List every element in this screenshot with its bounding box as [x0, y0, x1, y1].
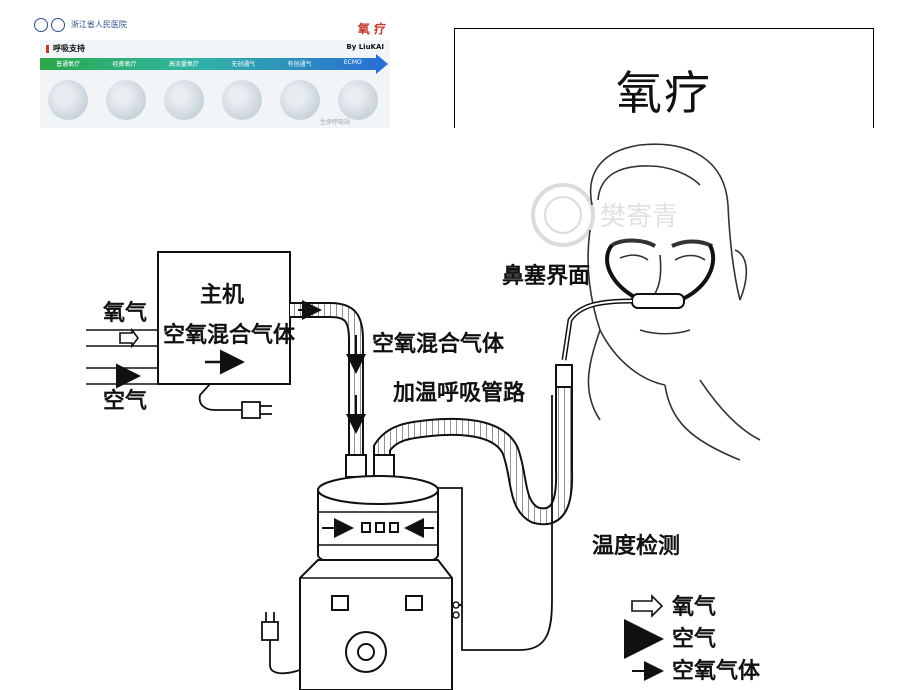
heated-circuit-label: 加温呼吸管路 [392, 380, 526, 406]
stage-label: ECMO [343, 59, 362, 66]
stage-photo [280, 80, 320, 120]
stage-label: 经鼻氧疗 [112, 61, 137, 68]
stage-list: 普通氧疗 经鼻氧疗 高流量氧疗 无创通气 有创通气 ECMO [40, 59, 378, 68]
legend-hollow-arrow-icon [631, 594, 664, 618]
stage-photo [48, 80, 88, 120]
banner-author: By LiuKAI [346, 43, 384, 51]
legend-oxygen-label: 氧气 [671, 594, 716, 620]
hfnc-diagram: 樊寄青 主机 空氧混合气体 氧气 [86, 143, 761, 690]
power-cord-icon [198, 383, 272, 419]
progression-arrow [40, 58, 378, 70]
host-mixed-label: 空氧混合气体 [163, 322, 296, 348]
temperature-sensor-wire [438, 395, 553, 651]
stage-label: 无创通气 [231, 61, 256, 68]
banner-title: 氧 疗 [357, 22, 386, 36]
stage-photo [106, 80, 146, 120]
gas-inlets [86, 327, 158, 389]
hospital-name: 浙江省人民医院 [70, 20, 127, 29]
heater-base [299, 559, 453, 690]
mixed-gas-tube [290, 302, 364, 455]
patient-face [587, 143, 761, 461]
legend-mixed-label: 空氧气体 [672, 658, 761, 684]
air-inlet-label: 空气 [103, 388, 147, 414]
banner-watermark: 生命呼吸站 [319, 119, 350, 126]
host-unit: 主机 空氧混合气体 [157, 251, 296, 385]
stage-label: 有创通气 [287, 61, 312, 68]
slide-title: 氧疗 [616, 66, 712, 120]
banner-panel: 呼吸支持 By LiuKAI 普通氧疗 经鼻氧疗 高流量氧疗 无创通气 有创通气… [40, 40, 390, 128]
watermark-text: 樊寄青 [600, 202, 678, 232]
banner-section: 呼吸支持 [46, 43, 85, 54]
circuit-connector [555, 364, 573, 388]
logo-emblem-icon [34, 18, 48, 32]
stage-label: 普通氧疗 [56, 61, 81, 68]
nasal-cannula [561, 243, 716, 361]
title-box: 氧疗 [454, 28, 874, 128]
stage-photo [222, 80, 262, 120]
oxygen-inlet-label: 氧气 [102, 300, 147, 326]
arrowhead-icon [376, 54, 388, 74]
watermark-seal: 樊寄青 [531, 183, 678, 247]
host-label: 主机 [200, 283, 244, 308]
logo-emblem-icon [51, 18, 65, 32]
oxygen-inlet-arrow [119, 327, 139, 349]
base-power-plug-icon [261, 612, 301, 675]
stage-images [48, 80, 378, 120]
humidifier-chamber [317, 454, 439, 568]
nasal-interface-label: 鼻塞界面 [502, 263, 590, 289]
stage-photo [164, 80, 204, 120]
temperature-probe-label: 温度检测 [592, 533, 680, 559]
legend: 氧气 空气 空氧气体 [624, 594, 761, 684]
stage-photo [338, 80, 378, 120]
banner-thumbnail: 浙江省人民医院 氧 疗 呼吸支持 By LiuKAI 普通氧疗 经鼻氧疗 高流量… [30, 10, 392, 128]
stage-label: 高流量氧疗 [168, 61, 199, 68]
legend-air-label: 空气 [672, 626, 716, 652]
hospital-logo: 浙江省人民医院 [34, 18, 127, 32]
mixed-gas-label: 空氧混合气体 [372, 331, 505, 357]
